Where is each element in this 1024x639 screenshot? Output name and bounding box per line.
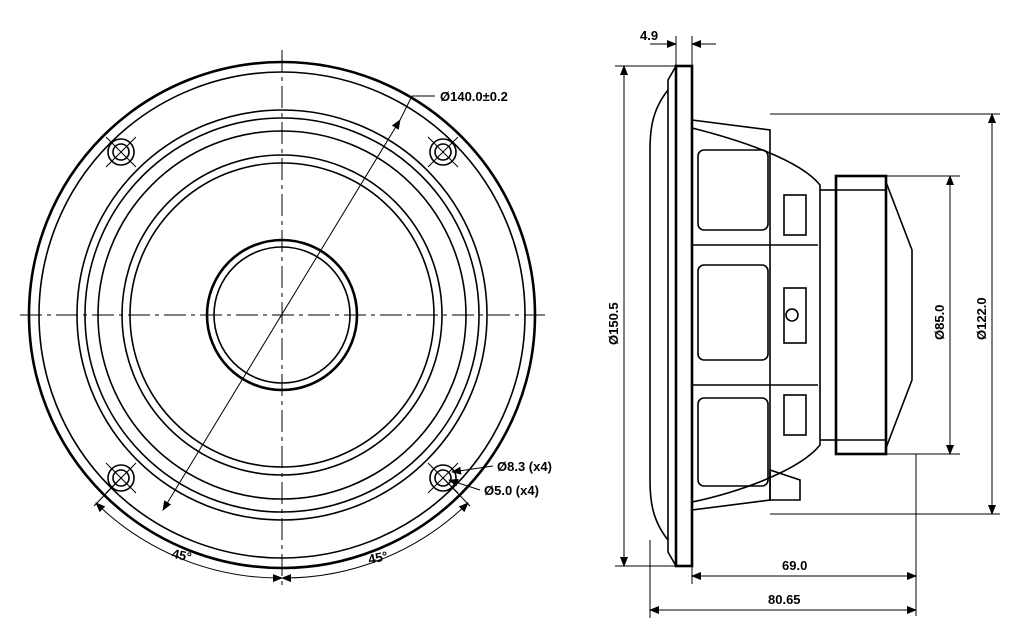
basket-rib-bottom <box>783 394 807 436</box>
frame-flange <box>674 64 694 568</box>
hole-outer-leader <box>451 465 494 475</box>
dim-frame-diameter: Ø150.5 <box>606 302 621 345</box>
angle-label-right: 45° <box>367 548 389 567</box>
magnet-back-plate <box>885 181 913 449</box>
basket-spokes-outer <box>691 127 821 503</box>
mounting-hole-top-left <box>105 136 137 168</box>
vent-hole <box>785 308 799 322</box>
angle-extension-left <box>93 477 122 507</box>
dim-total-depth: 80.65 <box>768 592 801 607</box>
basket-window-bottom <box>697 397 769 487</box>
hole-inner-leader <box>448 478 481 491</box>
magnet-body <box>834 174 888 456</box>
basket-window-middle <box>697 264 769 361</box>
flange-rim <box>667 65 677 567</box>
dim-hole-outer: Ø8.3 (x4) <box>497 459 552 474</box>
diameter-leader <box>399 95 413 121</box>
dim-hole-inner: Ø5.0 (x4) <box>484 483 539 498</box>
angle-arc-right <box>281 502 469 583</box>
dim-depth-from-flange: 69.0 <box>782 558 807 573</box>
dim-magnet-diameter: Ø85.0 <box>932 305 947 340</box>
mounting-hole-top-right <box>427 136 459 168</box>
dim-outer-diameter: Ø140.0±0.2 <box>440 89 508 104</box>
basket-window-top <box>697 149 769 231</box>
dim-flange-thickness: 4.9 <box>640 28 658 43</box>
terminal-tab <box>769 468 801 501</box>
basket-rib-middle <box>783 287 807 344</box>
angle-label-left: 45° <box>171 546 193 565</box>
basket-rib-top <box>783 194 807 236</box>
side-view: 4.9 Ø150.5 Ø85.0 Ø122.0 69.0 80.65 <box>606 28 1000 618</box>
cone-profile <box>649 89 669 541</box>
diameter-dimension-line <box>162 119 401 511</box>
angle-extension-right <box>442 477 471 507</box>
front-view: Ø140.0±0.2 Ø8.3 (x4) Ø5.0 (x4) 45° 45° <box>20 50 552 590</box>
dim-basket-diameter: Ø122.0 <box>974 297 989 340</box>
angle-arc-left <box>95 502 283 583</box>
basket-outline <box>691 119 771 511</box>
